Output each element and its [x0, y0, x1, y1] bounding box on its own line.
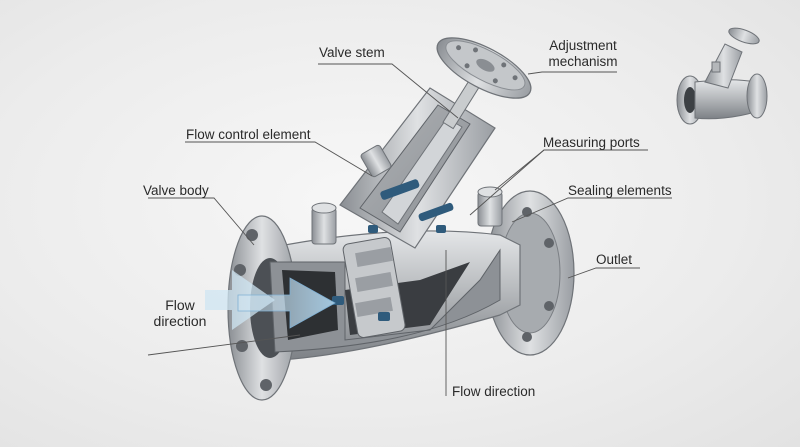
label-valve-stem: Valve stem [319, 45, 385, 60]
seal-rings [332, 179, 454, 321]
label-valve-body: Valve body [143, 183, 209, 198]
label-flow-control-element: Flow control element [186, 127, 311, 142]
label-adjustment-line1: Adjustment [549, 38, 617, 53]
label-flow-direction-bottom: Flow direction [452, 384, 536, 399]
measuring-port-bonnet [360, 144, 392, 178]
label-adjustment-mechanism: Adjustment mechanism [538, 38, 628, 69]
label-sealing-elements: Sealing elements [568, 183, 672, 198]
label-measuring-ports: Measuring ports [543, 135, 640, 150]
valve-main [227, 37, 575, 401]
measuring-port-right [477, 186, 503, 227]
label-outlet: Outlet [596, 252, 633, 267]
flow-arrow [205, 270, 336, 330]
label-flow-line2: direction [153, 313, 207, 330]
measuring-port-left [311, 202, 337, 245]
handwheel [436, 37, 532, 99]
label-flow-line1: Flow [165, 297, 195, 313]
valve-thumbnail [676, 27, 768, 125]
label-flow-direction-left: Flow direction [140, 297, 220, 329]
leader-lines [147, 63, 672, 396]
label-adjustment-line2: mechanism [548, 53, 618, 69]
